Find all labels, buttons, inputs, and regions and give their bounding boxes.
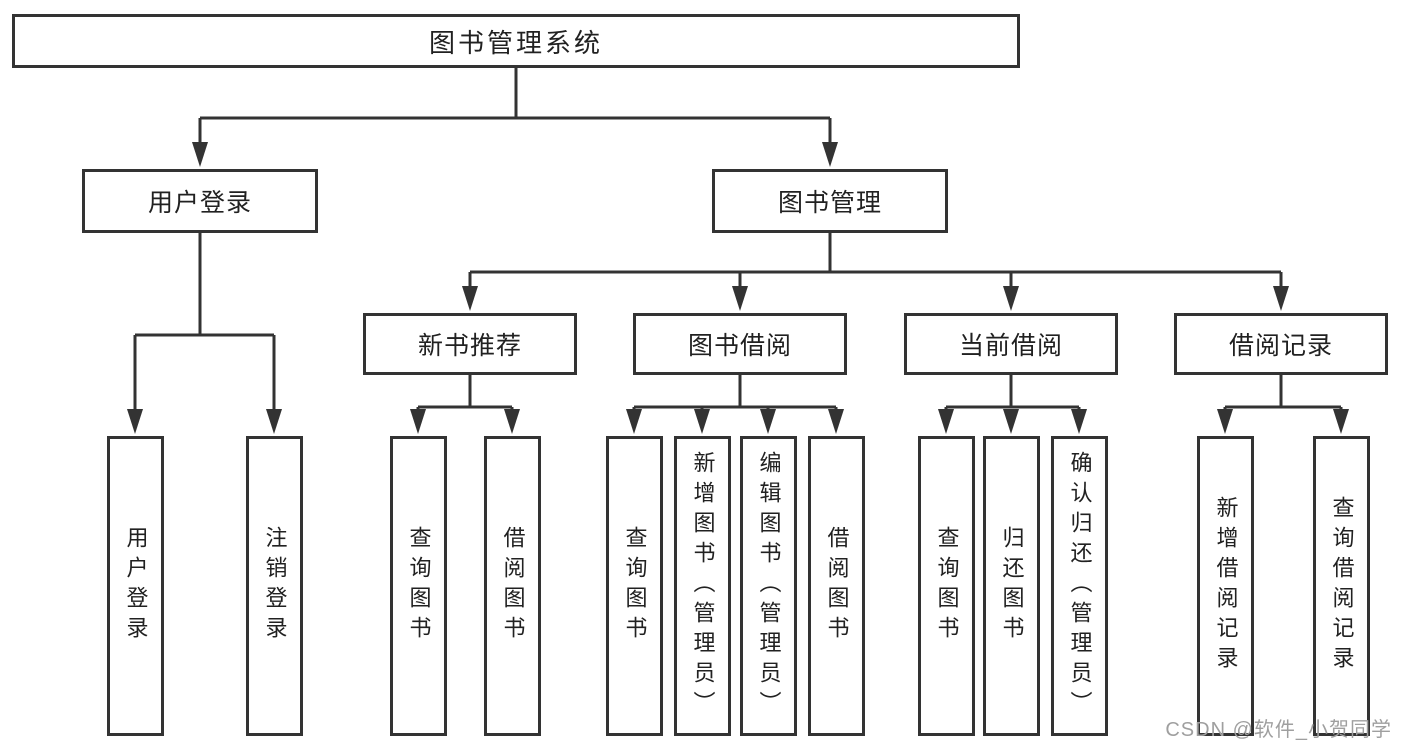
leaf-add-book-admin-label: 新增图书（管理员）	[690, 451, 716, 721]
node-root-label: 图书管理系统	[428, 27, 603, 58]
leaf-borrow-books-recommend: 借阅图书	[484, 436, 541, 736]
leaf-add-borrow-record: 新增借阅记录	[1197, 436, 1254, 736]
arrowhead-icon	[462, 286, 478, 311]
connector-new-book-recommend-branch	[410, 375, 520, 434]
connector-user-login-branch	[127, 233, 282, 434]
leaf-query-books-current-label: 查询图书	[934, 526, 960, 646]
node-book-management: 图书管理	[712, 169, 948, 233]
arrowhead-icon	[1217, 409, 1233, 434]
connector-borrow-records-branch	[1217, 375, 1349, 434]
leaf-query-books-borrowing-label: 查询图书	[622, 526, 648, 646]
node-root: 图书管理系统	[12, 14, 1020, 68]
arrowhead-icon	[760, 409, 776, 434]
arrowhead-icon	[1003, 409, 1019, 434]
leaf-query-books-borrowing: 查询图书	[606, 436, 663, 736]
leaf-user-login-label: 用户登录	[123, 526, 149, 646]
arrowhead-icon	[822, 142, 838, 167]
arrowhead-icon	[410, 409, 426, 434]
leaf-borrow-books-borrowing-label: 借阅图书	[824, 526, 850, 646]
leaf-edit-book-admin-label: 编辑图书（管理员）	[756, 451, 782, 721]
arrowhead-icon	[732, 286, 748, 311]
arrowhead-icon	[938, 409, 954, 434]
arrowhead-icon	[504, 409, 520, 434]
leaf-edit-book-admin: 编辑图书（管理员）	[740, 436, 797, 736]
connector-root-to-level2	[192, 68, 838, 167]
arrowhead-icon	[192, 142, 208, 167]
arrowhead-icon	[1273, 286, 1289, 311]
node-new-book-recommend: 新书推荐	[363, 313, 577, 375]
leaf-query-books-recommend: 查询图书	[390, 436, 447, 736]
leaf-return-book-label: 归还图书	[999, 526, 1025, 646]
node-user-login-branch-label: 用户登录	[147, 189, 252, 217]
connector-book-borrowing-branch	[626, 375, 844, 434]
leaf-add-borrow-record-label: 新增借阅记录	[1213, 496, 1239, 676]
leaf-return-book: 归还图书	[983, 436, 1040, 736]
connector-current-borrowing-branch	[938, 375, 1087, 434]
leaf-query-books-current: 查询图书	[918, 436, 975, 736]
leaf-user-login: 用户登录	[107, 436, 164, 736]
leaf-query-books-recommend-label: 查询图书	[406, 526, 432, 646]
node-borrow-records: 借阅记录	[1174, 313, 1388, 375]
node-book-borrowing-label: 图书借阅	[687, 332, 792, 360]
arrowhead-icon	[626, 409, 642, 434]
connector-book-management-branch	[462, 233, 1289, 311]
arrowhead-icon	[266, 409, 282, 434]
node-current-borrowing-label: 当前借阅	[958, 332, 1063, 360]
leaf-logout-label: 注销登录	[262, 526, 288, 646]
leaf-query-borrow-record: 查询借阅记录	[1313, 436, 1370, 736]
node-book-borrowing: 图书借阅	[633, 313, 847, 375]
arrowhead-icon	[828, 409, 844, 434]
arrowhead-icon	[1333, 409, 1349, 434]
arrowhead-icon	[1071, 409, 1087, 434]
arrowhead-icon	[1003, 286, 1019, 311]
leaf-confirm-return-admin-label: 确认归还（管理员）	[1067, 451, 1093, 721]
leaf-add-book-admin: 新增图书（管理员）	[674, 436, 731, 736]
node-borrow-records-label: 借阅记录	[1228, 332, 1333, 360]
node-user-login-branch: 用户登录	[82, 169, 318, 233]
arrowhead-icon	[694, 409, 710, 434]
node-book-management-label: 图书管理	[777, 189, 882, 217]
leaf-borrow-books-borrowing: 借阅图书	[808, 436, 865, 736]
csdn-watermark: CSDN @软件_小贺同学	[1165, 719, 1392, 741]
leaf-logout: 注销登录	[246, 436, 303, 736]
leaf-confirm-return-admin: 确认归还（管理员）	[1051, 436, 1108, 736]
arrowhead-icon	[127, 409, 143, 434]
leaf-query-borrow-record-label: 查询借阅记录	[1329, 496, 1355, 676]
node-current-borrowing: 当前借阅	[904, 313, 1118, 375]
node-new-book-recommend-label: 新书推荐	[417, 332, 522, 360]
leaf-borrow-books-recommend-label: 借阅图书	[500, 526, 526, 646]
